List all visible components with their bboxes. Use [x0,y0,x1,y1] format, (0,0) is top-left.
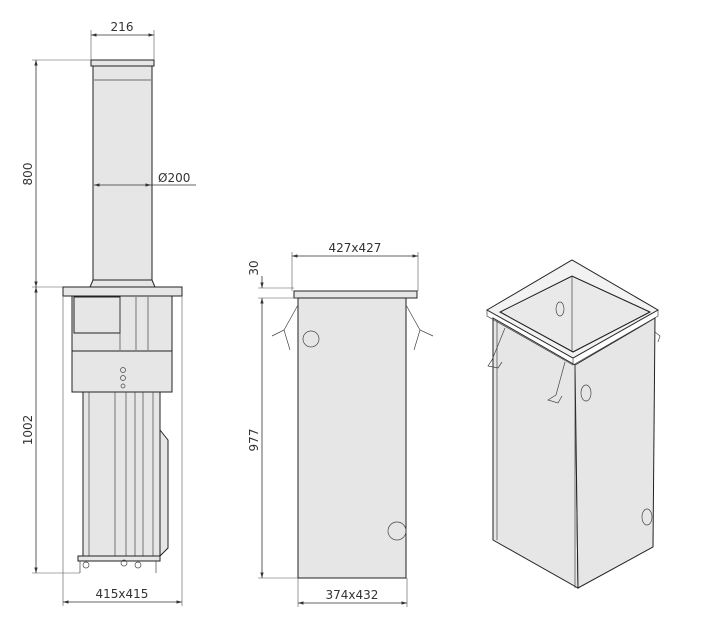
drain-hole [641,508,653,526]
dim-height: 977 [247,429,261,452]
lower-body [82,391,161,559]
casing-flange [293,290,418,299]
anchor-bracket-right [405,304,434,351]
dim-raised-height: 800 [21,163,35,186]
drain-hole [387,521,407,541]
side-hole [580,384,592,402]
bollard-pillar [92,63,153,287]
dim-top: 427x427 [329,241,382,255]
access-panel [71,350,173,393]
control-box [73,296,121,334]
iso-left-face [492,317,579,589]
iso-bracket-right [547,361,566,404]
casing-front-view: 427x427 30 977 374x432 [247,241,434,607]
anchor-bracket-left [271,304,299,351]
iso-right-face [574,317,656,589]
iso-bracket-left [487,327,506,369]
dim-flange: 30 [247,260,261,275]
dim-base: 415x415 [96,587,149,601]
dim-body-height: 1002 [21,415,35,446]
casing-isometric-view [485,259,661,589]
inner-hole [555,301,565,317]
bollard-front-view: 216 Ø200 800 1002 415x415 [21,20,196,606]
base-plate [62,286,183,297]
dim-base: 374x432 [326,588,379,602]
pillar-top-cap [90,59,155,67]
cable-hole [302,330,320,348]
dim-top-width: 216 [111,20,134,34]
dim-diameter: Ø200 [158,171,190,185]
